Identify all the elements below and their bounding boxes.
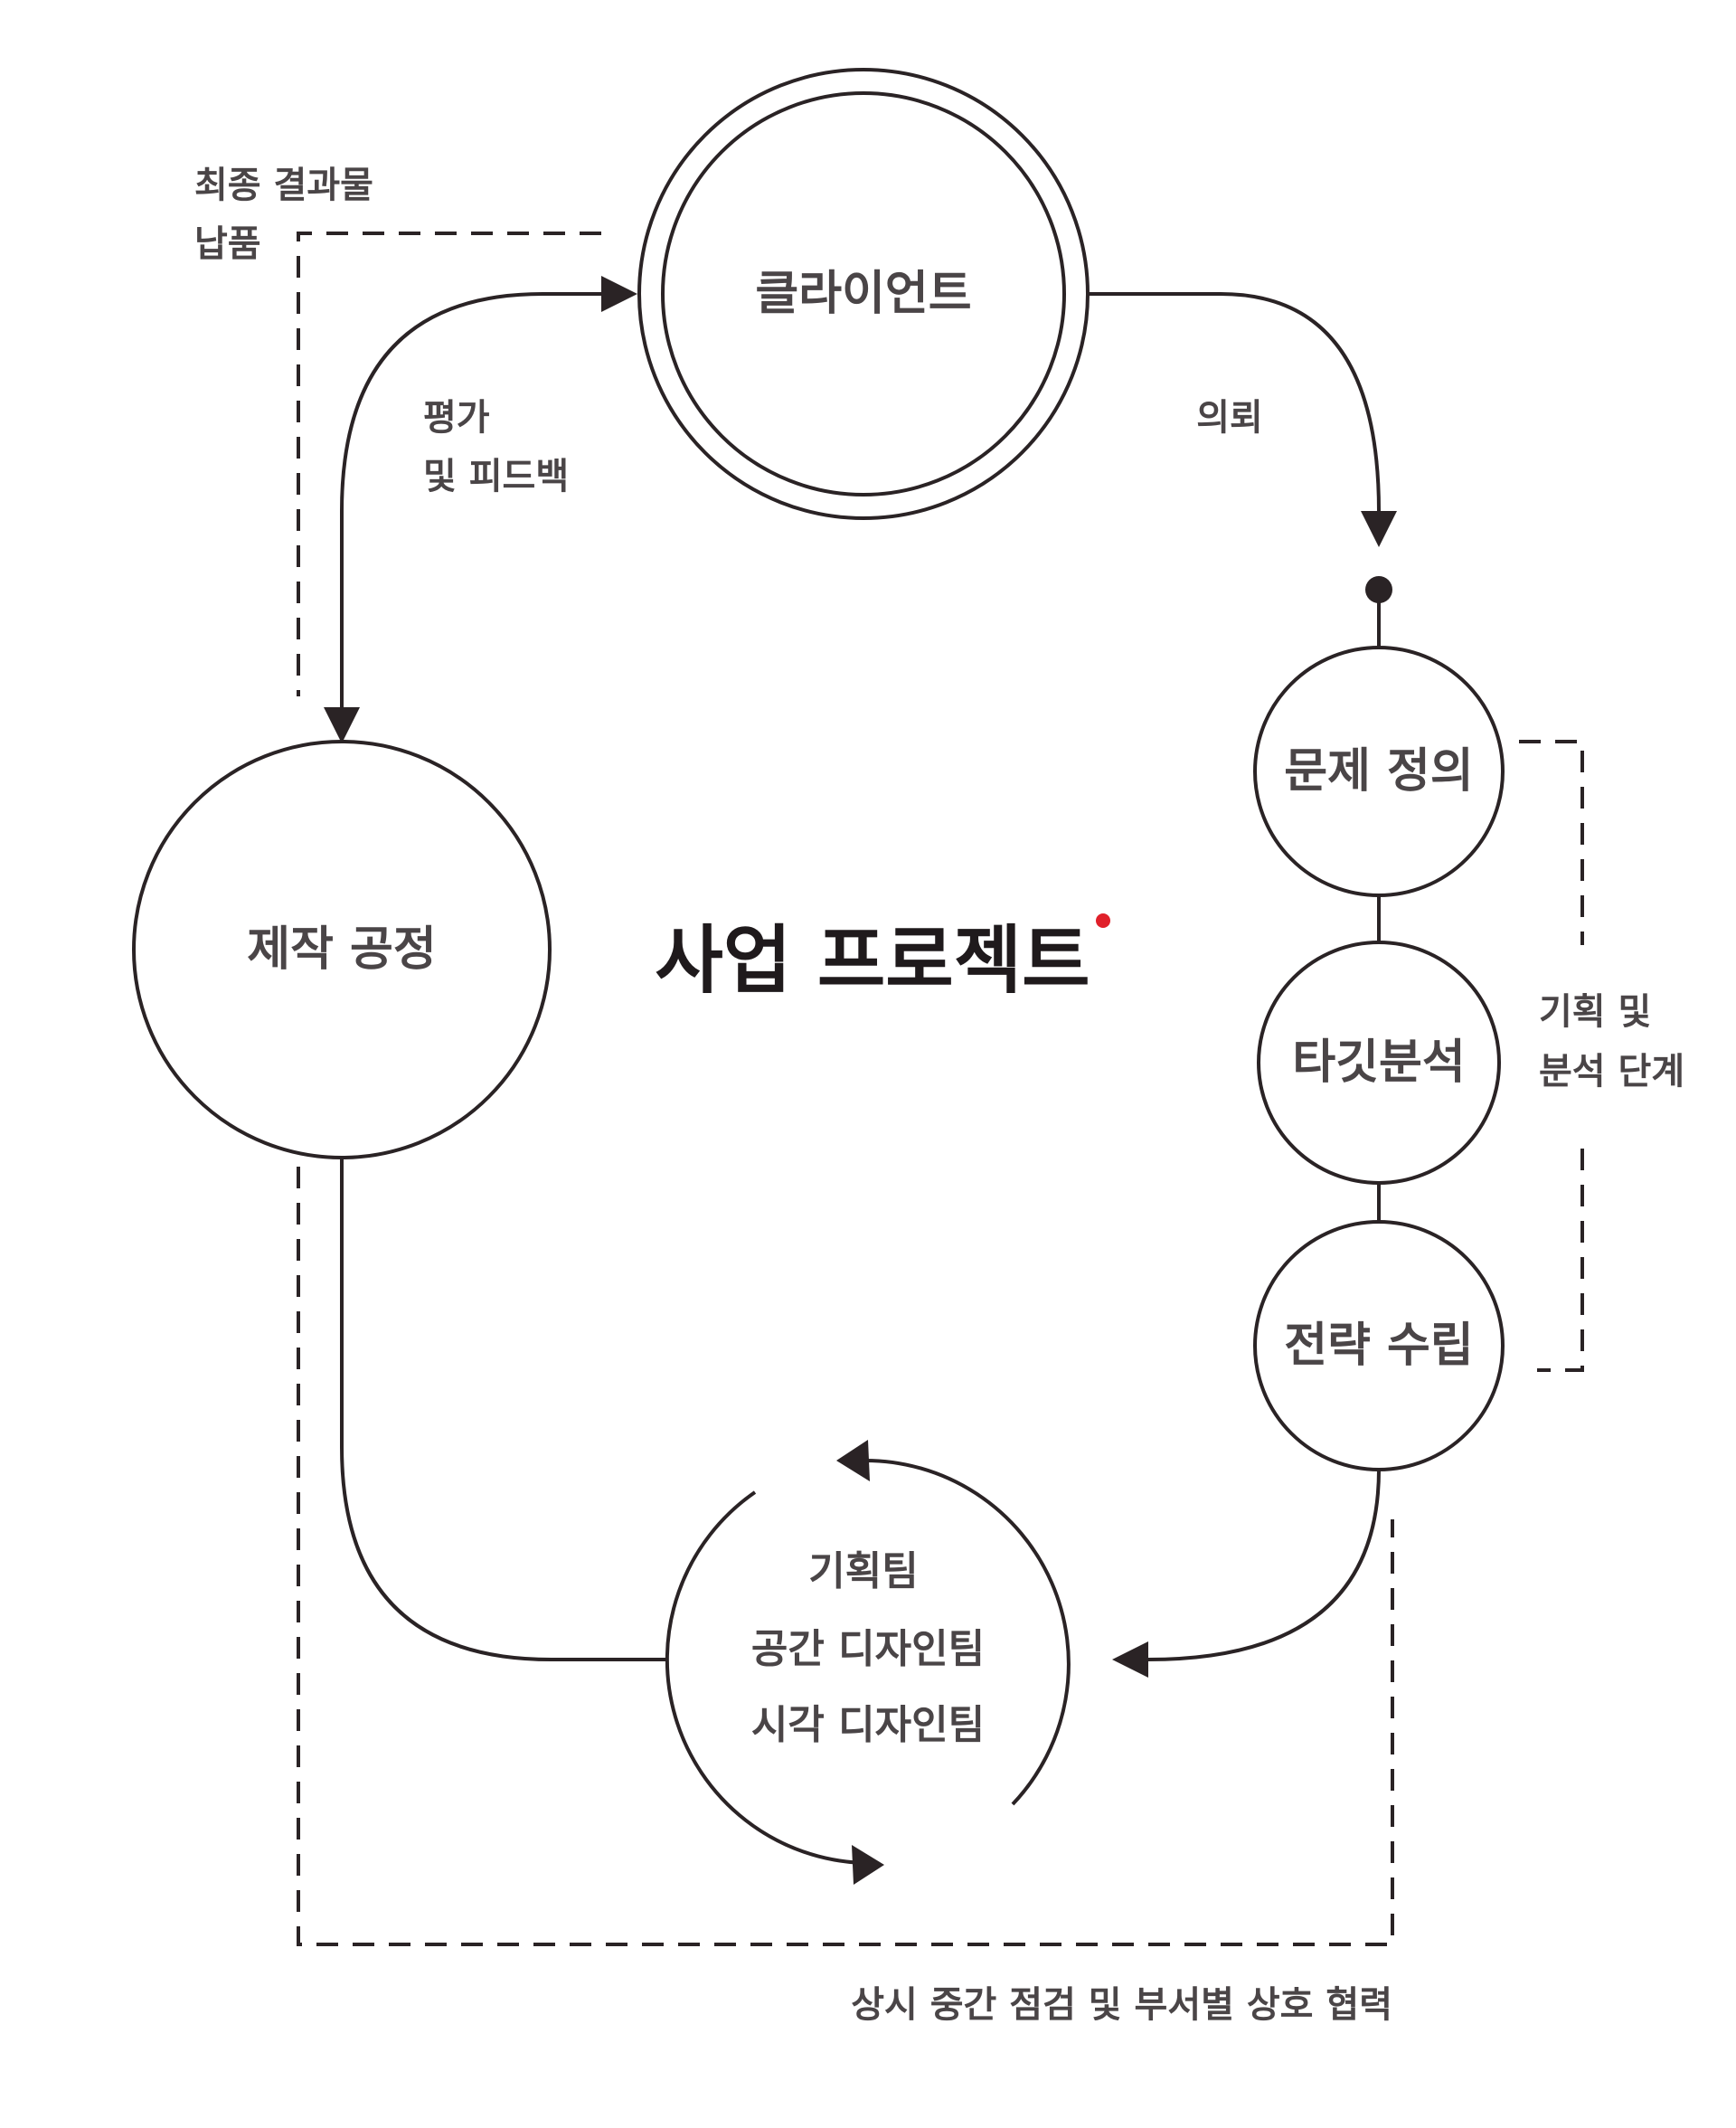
planning-phase-label-line1: 기획 및 (1539, 991, 1651, 1033)
feedback-arrow-head-right (601, 276, 637, 312)
team-label-space-design: 공간 디자인팀 (751, 1626, 985, 1672)
title-accent-dot (1096, 913, 1110, 928)
strategy-to-teams-line (1147, 1469, 1381, 1661)
team-cycle-arc-right (863, 1458, 1071, 1806)
strategy-node: 전략 수립 (1253, 1220, 1505, 1471)
target-analysis-node: 타깃분석 (1257, 941, 1501, 1185)
client-node: 클라이언트 (637, 68, 1090, 520)
delivery-label-line1: 최종 결과물 (194, 165, 373, 206)
planning-phase-bracket (1519, 740, 1584, 945)
feedback-arrow-line (340, 292, 606, 714)
problem-definition-node: 문제 정의 (1253, 646, 1505, 897)
team-label-visual-design: 시각 디자인팀 (751, 1702, 985, 1748)
planning-phase-bracket-lower (1537, 1149, 1584, 1372)
collaboration-label: 상시 중간 점검 및 부서별 상호 협력 (851, 1984, 1392, 2026)
request-arrow-line (1085, 292, 1381, 512)
planning-phase-label-line2: 분석 단계 (1539, 1051, 1684, 1092)
problem-definition-label: 문제 정의 (1284, 744, 1473, 799)
delivery-dashed-line (297, 232, 601, 696)
delivery-label-line2: 납품 (194, 223, 261, 265)
target-analysis-label: 타깃분석 (1292, 1036, 1465, 1090)
request-arrow-head (1361, 511, 1397, 547)
strategy-label: 전략 수립 (1284, 1319, 1473, 1373)
team-cycle-arrow-top (836, 1440, 870, 1481)
production-node: 제작 공정 (132, 740, 552, 1159)
feedback-arrow-head-down (324, 707, 360, 743)
diagram-title: 사업 프로젝트 (655, 918, 1090, 1004)
feedback-label-line2: 및 피드백 (423, 456, 569, 497)
team-label-planning: 기획팀 (808, 1548, 918, 1594)
client-label: 클라이언트 (755, 267, 971, 321)
team-cycle-arrow-bottom (852, 1845, 884, 1885)
strategy-to-teams-arrow-head (1112, 1641, 1148, 1678)
feedback-label-line1: 평가 (423, 397, 490, 439)
production-to-teams-line (340, 1158, 667, 1661)
request-label: 의뢰 (1196, 397, 1263, 439)
team-cycle-arc-left (665, 1490, 864, 1865)
production-label: 제작 공정 (247, 922, 436, 977)
